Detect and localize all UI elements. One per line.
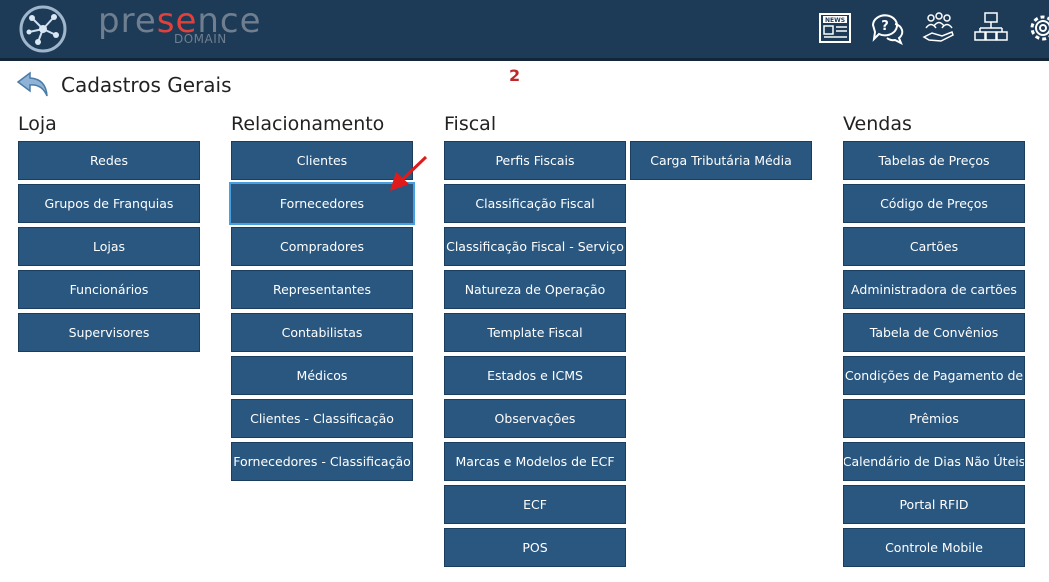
vendas-item-condicoes-de-pagamento[interactable]: Condições de Pagamento de	[843, 356, 1025, 395]
relacionamento-item-contabilistas[interactable]: Contabilistas	[231, 313, 413, 352]
relacionamento-item-medicos[interactable]: Médicos	[231, 356, 413, 395]
fiscal-item-estados-e-icms[interactable]: Estados e ICMS	[444, 356, 626, 395]
back-arrow-icon[interactable]	[16, 70, 50, 100]
network-logo-icon	[19, 5, 67, 53]
news-icon-text: NEWS	[825, 17, 845, 24]
section-title-vendas: Vendas	[843, 113, 912, 135]
fiscal-item-perfis-fiscais[interactable]: Perfis Fiscais	[444, 141, 626, 180]
network-computers-icon[interactable]	[973, 10, 1009, 46]
loja-item-redes[interactable]: Redes	[18, 141, 200, 180]
relacionamento-item-fornecedores[interactable]: Fornecedores	[229, 182, 415, 225]
relacionamento-item-clientes-classificacao[interactable]: Clientes - Classificação	[231, 399, 413, 438]
app-logo-text: presence	[98, 1, 262, 41]
svg-text:?: ?	[881, 19, 889, 34]
fiscal-item-pos[interactable]: POS	[444, 528, 626, 567]
section-title-relacionamento: Relacionamento	[231, 113, 385, 135]
relacionamento-item-fornecedores-classificacao[interactable]: Fornecedores - Classificação	[231, 442, 413, 481]
settings-icon[interactable]	[1025, 10, 1049, 46]
fiscal-item-observacoes[interactable]: Observações	[444, 399, 626, 438]
vendas-item-cartoes[interactable]: Cartões	[843, 227, 1025, 266]
help-chat-icon[interactable]: ?	[869, 10, 905, 46]
vendas-item-tabela-de-convenios[interactable]: Tabela de Convênios	[843, 313, 1025, 352]
fiscal-item-ecf[interactable]: ECF	[444, 485, 626, 524]
vendas-item-portal-rfid[interactable]: Portal RFID	[843, 485, 1025, 524]
fiscal-item-classificacao-fiscal[interactable]: Classificação Fiscal	[444, 184, 626, 223]
fiscal-item-carga-tributaria-media[interactable]: Carga Tributária Média	[630, 141, 812, 180]
news-icon[interactable]: NEWS	[817, 10, 853, 46]
relacionamento-item-clientes[interactable]: Clientes	[231, 141, 413, 180]
annotation-arrow-icon	[390, 155, 428, 191]
relacionamento-item-compradores[interactable]: Compradores	[231, 227, 413, 266]
relacionamento-item-representantes[interactable]: Representantes	[231, 270, 413, 309]
users-hand-icon[interactable]	[921, 10, 957, 46]
loja-item-grupos-de-franquias[interactable]: Grupos de Franquias	[18, 184, 200, 223]
fiscal-item-template-fiscal[interactable]: Template Fiscal	[444, 313, 626, 352]
vendas-item-controle-mobile[interactable]: Controle Mobile	[843, 528, 1025, 567]
section-title-fiscal: Fiscal	[444, 113, 497, 135]
top-header: presence DOMAIN NEWS ?	[0, 0, 1049, 61]
fiscal-item-marcas-e-modelos-de-ecf[interactable]: Marcas e Modelos de ECF	[444, 442, 626, 481]
app-logo-subtext: DOMAIN	[174, 32, 227, 46]
loja-item-lojas[interactable]: Lojas	[18, 227, 200, 266]
vendas-item-premios[interactable]: Prêmios	[843, 399, 1025, 438]
vendas-item-codigo-de-precos[interactable]: Código de Preços	[843, 184, 1025, 223]
page-title: Cadastros Gerais	[61, 73, 232, 97]
fiscal-item-natureza-de-operacao[interactable]: Natureza de Operação	[444, 270, 626, 309]
vendas-item-calendario-de-dias-nao-uteis[interactable]: Calendário de Dias Não Úteis	[843, 442, 1025, 481]
fiscal-item-classificacao-fiscal-servico[interactable]: Classificação Fiscal - Serviço	[444, 227, 626, 266]
vendas-item-administradora-de-cartoes[interactable]: Administradora de cartões	[843, 270, 1025, 309]
section-title-loja: Loja	[18, 113, 57, 135]
vendas-item-tabelas-de-precos[interactable]: Tabelas de Preços	[843, 141, 1025, 180]
loja-item-funcionarios[interactable]: Funcionários	[18, 270, 200, 309]
loja-item-supervisores[interactable]: Supervisores	[18, 313, 200, 352]
annotation-marker: 2	[509, 66, 521, 85]
